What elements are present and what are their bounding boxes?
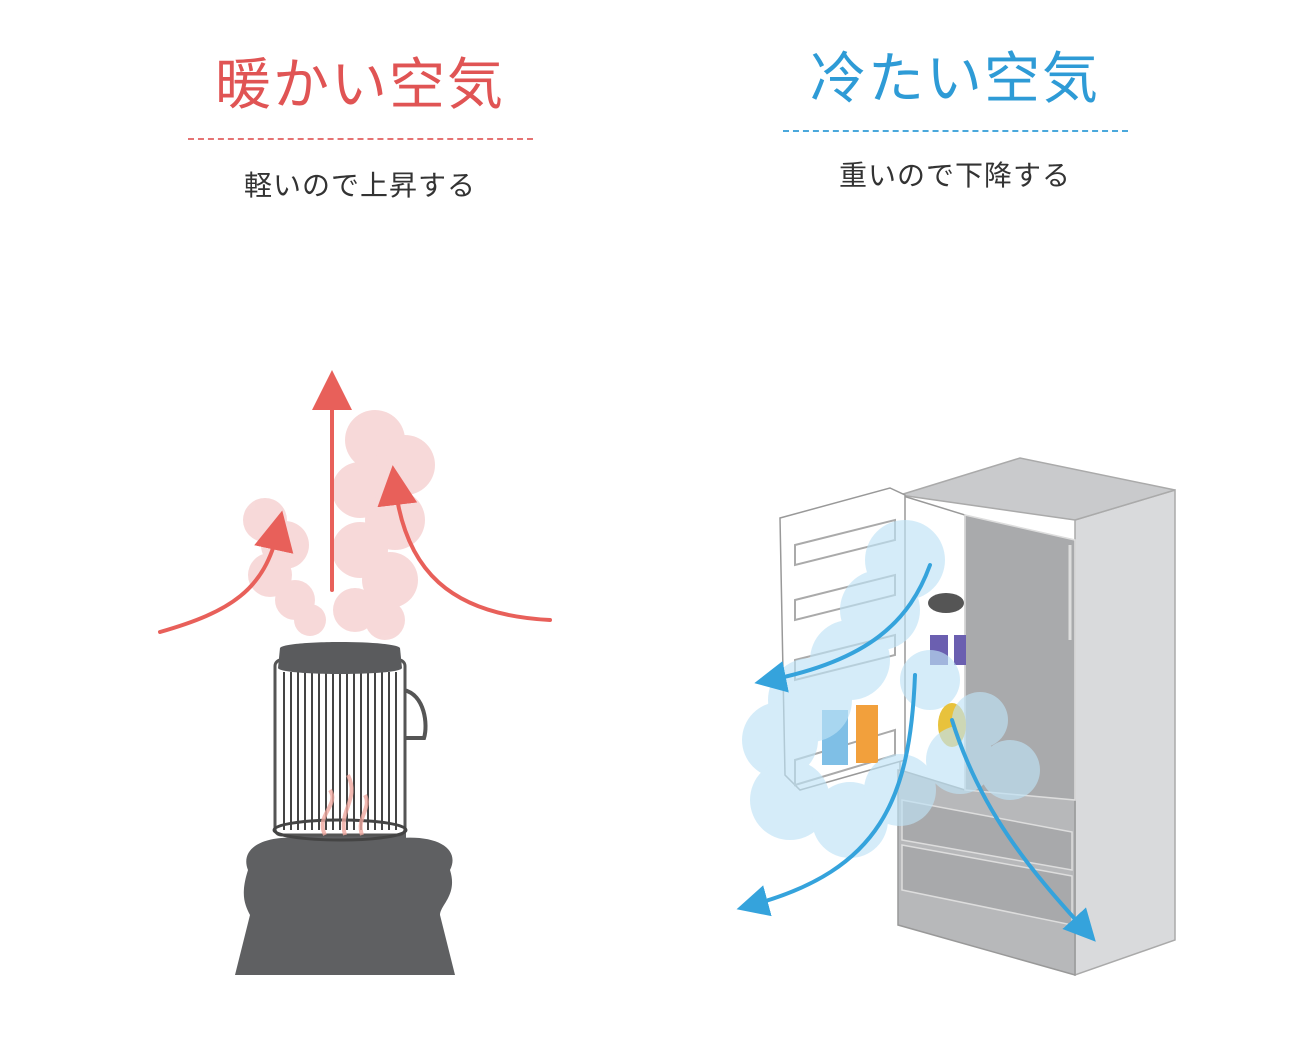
oil-heater-icon [235,642,455,975]
falling-arrow-icon [736,563,1096,942]
warm-air-divider [187,138,533,140]
warm-air-title: 暖かい空気 [215,53,505,118]
cold-air-divider [782,130,1128,132]
warm-air-caption: 軽いので上昇する [243,169,476,202]
cold-air-cloud [742,520,1040,858]
warm-air-header: 暖かい空気 軽いので上昇する [185,58,535,204]
cold-air-caption: 重いので下降する [838,159,1071,192]
warm-air-cloud [243,410,435,640]
cold-air-header: 冷たい空気 重いので下降する [780,52,1130,194]
cold-air-title: 冷たい空気 [810,47,1100,112]
rising-arrow-icon [158,370,552,634]
